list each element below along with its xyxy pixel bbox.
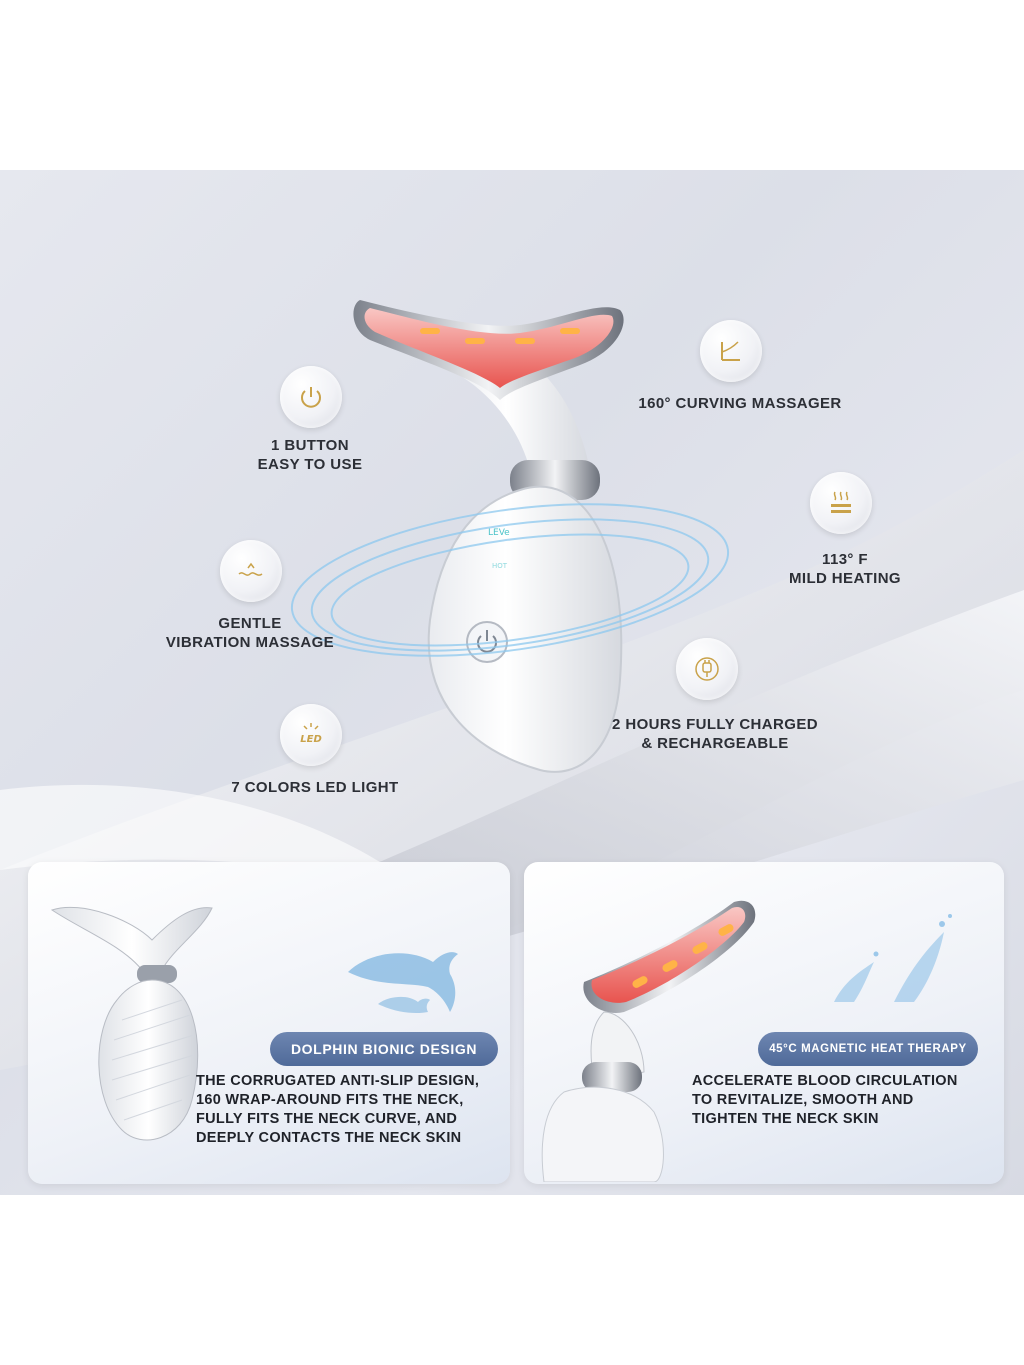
neck-massager-device: LEVe HOT <box>290 300 730 773</box>
angle-icon <box>700 320 762 382</box>
heat-therapy-card: 45°C MAGNETIC HEAT THERAPY ACCELERATE BL… <box>524 862 1004 1184</box>
dolphin-badge: DOLPHIN BIONIC DESIGN <box>270 1032 498 1066</box>
svg-text:LED: LED <box>300 734 322 745</box>
device-level-text: LEVe <box>488 528 510 538</box>
device-back-image <box>50 906 213 1141</box>
product-stage: LEVe HOT 1 BUTTON EASY TO USE 160° CURVI… <box>0 170 1024 1195</box>
plug-icon <box>676 638 738 700</box>
water-splash-icon <box>834 914 952 1002</box>
device-head-image <box>541 900 756 1182</box>
device-hot-text: HOT <box>492 562 508 570</box>
vibration-icon <box>220 540 282 602</box>
heat-icon <box>810 472 872 534</box>
feature-heating: 113° F MILD HEATING <box>788 551 901 587</box>
heat-therapy-description: ACCELERATE BLOOD CIRCULATION TO REVITALI… <box>692 1073 958 1127</box>
heat-therapy-badge: 45°C MAGNETIC HEAT THERAPY <box>758 1032 978 1066</box>
power-icon <box>280 366 342 428</box>
feature-led: 7 COLORS LED LIGHT <box>231 779 399 796</box>
feature-one-button: 1 BUTTON EASY TO USE <box>257 437 363 473</box>
dolphin-icon <box>348 952 458 1014</box>
led-icon: LED <box>280 704 342 766</box>
feature-charging: 2 HOURS FULLY CHARGED & RECHARGEABLE <box>612 716 818 752</box>
feature-curving: 160° CURVING MASSAGER <box>638 395 842 412</box>
dolphin-description: THE CORRUGATED ANTI-SLIP DESIGN, 160 WRA… <box>196 1073 480 1146</box>
feature-vibration: GENTLE VIBRATION MASSAGE <box>165 615 335 651</box>
dolphin-design-card: DOLPHIN BIONIC DESIGN THE CORRUGATED ANT… <box>28 862 510 1184</box>
